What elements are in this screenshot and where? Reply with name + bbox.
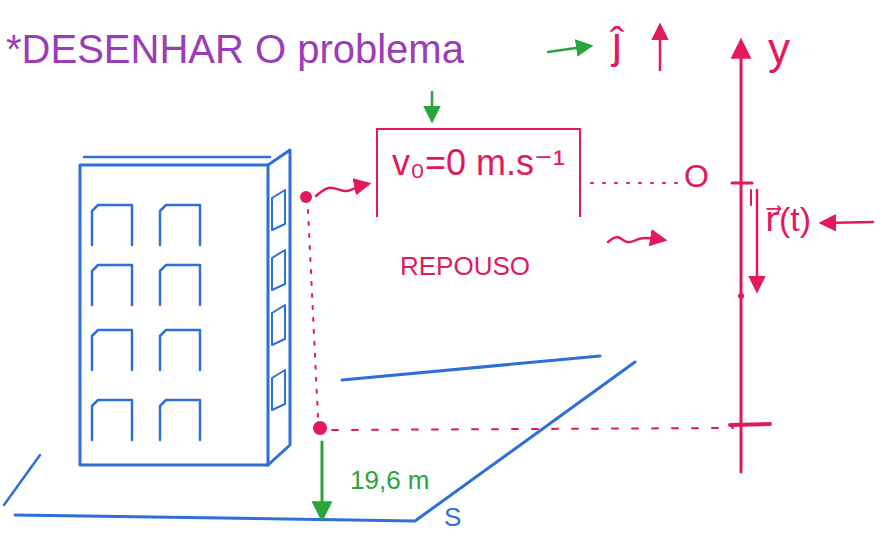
vector-label: r⃗(t) xyxy=(765,200,811,239)
side-window xyxy=(272,305,285,345)
origin-label: O xyxy=(684,158,709,195)
building-front xyxy=(80,165,268,465)
ground-line xyxy=(342,356,600,380)
pointer-arrow xyxy=(822,222,873,223)
value-box: v₀=0 m.s⁻¹ xyxy=(376,128,581,217)
window xyxy=(92,205,132,245)
window xyxy=(160,400,200,440)
side-window xyxy=(272,370,285,410)
ground-line xyxy=(15,362,635,521)
height-arrow xyxy=(321,442,324,518)
curved-arrow xyxy=(316,184,368,196)
fall-path xyxy=(308,210,318,418)
ground-line xyxy=(4,455,40,505)
building-side xyxy=(268,150,290,465)
side-window xyxy=(272,250,285,290)
ground-label: S xyxy=(444,503,461,533)
state-note: REPOUSO xyxy=(400,252,530,282)
body-start xyxy=(300,191,312,203)
ground-tick xyxy=(730,424,770,425)
vector-bracket xyxy=(750,190,752,205)
title: *DESENHAR O problema xyxy=(6,26,464,72)
ground-projection xyxy=(332,428,733,430)
window xyxy=(92,330,132,370)
window xyxy=(92,265,132,305)
position-vector xyxy=(756,190,759,290)
window xyxy=(160,205,200,245)
window xyxy=(92,400,132,440)
building-roof xyxy=(84,156,270,159)
y-axis xyxy=(740,42,743,472)
initial-velocity: v₀=0 m.s⁻¹ xyxy=(392,142,565,183)
unit-vector: ĵ xyxy=(612,18,622,69)
window xyxy=(160,330,200,370)
pointer-arrow xyxy=(548,46,590,52)
position-dot xyxy=(738,293,744,299)
wavy-arrow xyxy=(608,237,664,242)
axis-name: y xyxy=(768,24,790,75)
height-dimension: 19,6 m xyxy=(350,466,430,496)
unit-arrow xyxy=(659,26,662,70)
side-window xyxy=(272,190,285,230)
origin-tick xyxy=(732,182,752,185)
window xyxy=(160,265,200,305)
body-end xyxy=(313,421,327,435)
pointer-arrow xyxy=(431,92,434,120)
level-line xyxy=(591,182,678,184)
